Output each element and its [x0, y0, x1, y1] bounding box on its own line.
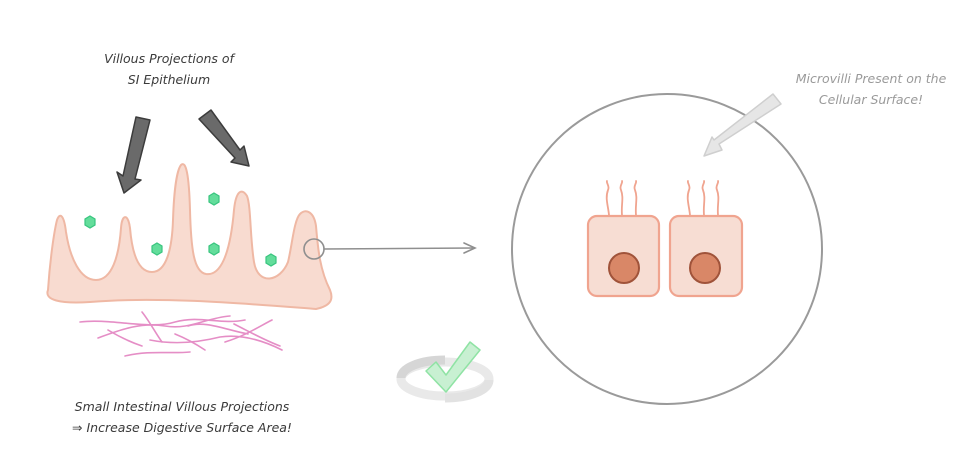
nutrient-particle — [208, 192, 220, 206]
down-arrow-icon — [198, 109, 250, 167]
microvilli — [686, 180, 720, 216]
zoom-circle — [511, 93, 823, 405]
cell-nucleus — [608, 252, 640, 284]
nutrient-particle — [84, 215, 96, 229]
nutrient-particle — [151, 242, 163, 256]
nutrient-particle — [265, 253, 277, 267]
summary-line-2: ⇒ Increase Digestive Surface Area! — [72, 420, 292, 435]
villi-epithelium — [46, 163, 333, 310]
summary-caption: Small Intestinal Villous Projections ⇒ I… — [52, 396, 312, 438]
zoom-connector-arrow — [323, 242, 477, 254]
down-arrow-icon — [116, 116, 151, 194]
cell-nucleus — [689, 252, 721, 284]
nutrient-particle — [208, 242, 220, 256]
villi-title: Villous Projections of SI Epithelium — [84, 48, 254, 90]
microvilli-caption: Microvilli Present on the Cellular Surfa… — [772, 68, 970, 110]
villi-title-line-1: Villous Projections of — [104, 51, 234, 66]
down-arrow-icon — [703, 93, 782, 157]
villi-title-line-2: SI Epithelium — [127, 72, 211, 87]
connective-tissue-fibers — [79, 311, 283, 357]
checkmark-icon — [396, 341, 494, 403]
microvilli-caption-line-2: Cellular Surface! — [818, 92, 924, 107]
microvilli-caption-line-1: Microvilli Present on the — [795, 71, 947, 86]
microvilli — [605, 180, 638, 216]
summary-line-1: Small Intestinal Villous Projections — [74, 399, 290, 414]
